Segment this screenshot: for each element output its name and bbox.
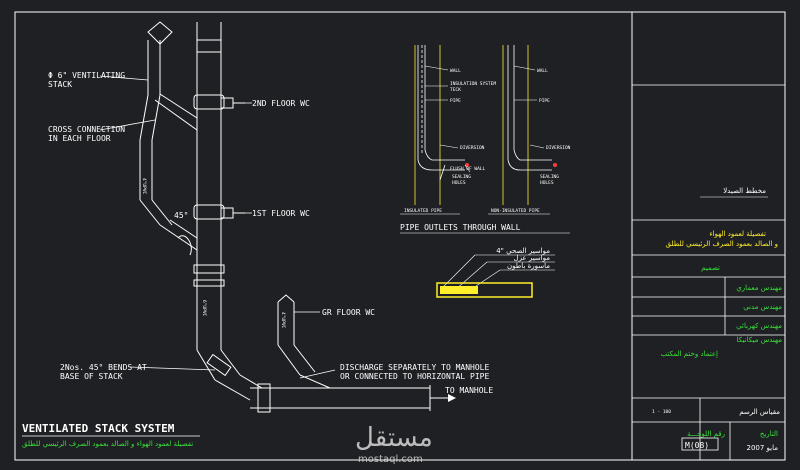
mech-engineer-label: مهندس ميكانيكا bbox=[737, 336, 783, 344]
vent-stack-label: Φ 6" VENTILATING bbox=[48, 71, 125, 80]
project-name: مخطط الصيدلا bbox=[723, 187, 766, 195]
bends-label: 2Nos. 45° BENDS AT bbox=[60, 363, 147, 372]
noninsulated-pipe-detail bbox=[502, 45, 552, 205]
title-block-grid bbox=[632, 84, 785, 460]
elec-engineer-label: مهندس كهربائي bbox=[736, 322, 782, 330]
legend bbox=[436, 254, 555, 298]
nonins-sealing-label: SEALING bbox=[540, 174, 559, 180]
cross-connection-label: CROSS CONNECTION bbox=[48, 125, 125, 134]
leader-lines bbox=[99, 75, 336, 379]
approval-label: إعتماد وختم المكتب bbox=[661, 350, 718, 358]
manhole-arrow bbox=[448, 394, 456, 402]
nonins-diversion-label: DIVERSION bbox=[546, 145, 571, 151]
discharge-label-2: OR CONNECTED TO HORIZONTAL PIPE bbox=[340, 372, 489, 381]
ins-system-label-2: TECK bbox=[450, 87, 461, 93]
legend-label-3: ماسورة باطون bbox=[507, 262, 550, 270]
nonins-wall-label: WALL bbox=[537, 68, 548, 74]
pipe-outlets-title: PIPE OUTLETS THROUGH WALL bbox=[400, 223, 521, 232]
legend-label-1: 4" مواسير الصحي bbox=[496, 247, 550, 255]
pipe-label-2: 6"UPVC bbox=[201, 300, 207, 317]
scale-label: مقياس الرسم bbox=[739, 408, 780, 416]
insulated-caption: INSULATED PIPE bbox=[404, 208, 442, 214]
date-value: مايو 2007 bbox=[747, 444, 779, 452]
ins-flush-label: FLUSH OF WALL bbox=[450, 166, 486, 172]
nonins-pipe-label: PIPE bbox=[539, 98, 550, 104]
to-manhole-label: TO MANHOLE bbox=[445, 386, 493, 395]
outlet-leaders bbox=[424, 65, 545, 173]
insulated-pipe-detail bbox=[414, 45, 465, 205]
scale-value: 1 - 100 bbox=[652, 409, 671, 415]
design-label: تصميم bbox=[701, 264, 720, 272]
cross-connection-label-2: IN EACH FLOOR bbox=[48, 134, 111, 143]
ins-diversion-label: DIVERSION bbox=[460, 145, 485, 151]
sheet-label: رقم اللوحـــة bbox=[687, 430, 725, 438]
civil-engineer-label: مهندس مدني bbox=[743, 303, 782, 311]
main-title: VENTILATED STACK SYSTEM bbox=[22, 422, 175, 435]
date-label: التاريخ bbox=[760, 430, 778, 438]
watermark-latin: mostaql.com bbox=[358, 454, 423, 465]
pipe-label-1: 4"UPVC bbox=[141, 178, 147, 195]
sheet-value: M(08) bbox=[685, 441, 709, 450]
floor-gf-label: GR FLOOR WC bbox=[322, 308, 375, 317]
ins-wall-label: WALL bbox=[450, 68, 461, 74]
details-line-1: تفصيلة لعمود الهواء bbox=[709, 230, 766, 238]
watermark-arabic: مستقل bbox=[355, 423, 433, 453]
arch-engineer-label: مهندس معماري bbox=[736, 284, 782, 292]
ins-pipe-label: PIPE bbox=[450, 98, 461, 104]
ins-system-label: INSULATION SYSTEM bbox=[450, 81, 496, 87]
sheet-value-box bbox=[681, 437, 719, 451]
legend-swatch bbox=[436, 282, 533, 298]
noninsulated-caption: NON-INSULATED PIPE bbox=[491, 208, 540, 214]
stack-drawing bbox=[139, 21, 448, 413]
legend-label-2: مواسير عزل bbox=[513, 254, 550, 262]
floor-2-label: 2ND FLOOR WC bbox=[252, 99, 310, 108]
discharge-label: DISCHARGE SEPARATELY TO MANHOLE bbox=[340, 363, 489, 372]
details-line-2: و الصالد بعمود الصرف الرئيسي للطلق bbox=[666, 240, 778, 248]
floor-1-label: 1ST FLOOR WC bbox=[252, 209, 310, 218]
nonins-sealing-label-2: HOLES bbox=[540, 180, 554, 186]
sheet-border bbox=[14, 11, 786, 461]
main-subtitle: تفصيلة لعمود الهواء و الصالد بعمود الصرف… bbox=[22, 440, 193, 448]
angle-label: 45° bbox=[174, 211, 188, 220]
vent-stack-label-2: STACK bbox=[48, 80, 72, 89]
ins-sealing-label: SEALING bbox=[452, 174, 471, 180]
bends-label-2: BASE OF STACK bbox=[60, 372, 123, 381]
ins-sealing-label-2: HOLES bbox=[452, 180, 466, 186]
pipe-label-3: 4"UPVC bbox=[280, 312, 286, 329]
